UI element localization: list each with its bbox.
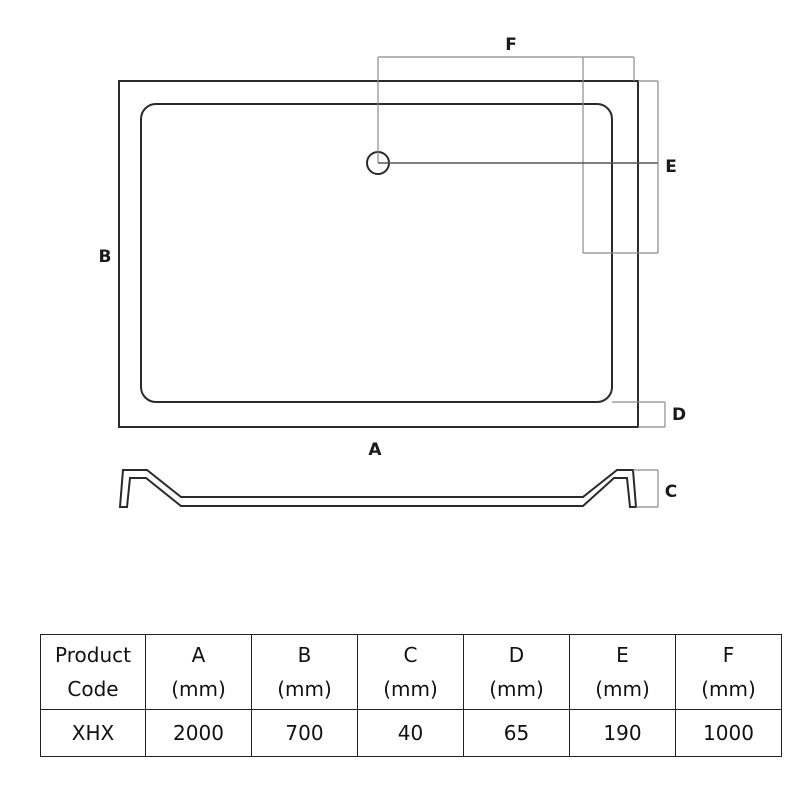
cell-f: 1000 <box>675 709 782 757</box>
label-f: F <box>505 35 517 55</box>
cell-c: 40 <box>357 709 464 757</box>
dimension-d: D <box>612 401 686 428</box>
header-b: B (mm) <box>251 634 358 710</box>
tray-cross-section-profile <box>118 469 638 508</box>
table-header-row: Product Code A (mm) B (mm) C (mm) D (mm)… <box>40 634 782 710</box>
shower-tray-technical-drawing: F E D B A C <box>99 35 687 508</box>
cell-e: 190 <box>569 709 676 757</box>
plan-view: F E D B A <box>99 35 687 460</box>
tray-inner-basin <box>140 103 613 403</box>
header-f: F (mm) <box>675 634 782 710</box>
header-product-code: Product Code <box>40 634 146 710</box>
dimension-f: F <box>377 35 635 253</box>
header-d: D (mm) <box>463 634 570 710</box>
header-c: C (mm) <box>357 634 464 710</box>
header-e: E (mm) <box>569 634 676 710</box>
label-e: E <box>665 157 677 177</box>
dimensions-spec-table: Product Code A (mm) B (mm) C (mm) D (mm)… <box>40 634 782 757</box>
header-a: A (mm) <box>145 634 252 710</box>
label-d: D <box>672 405 686 425</box>
label-a: A <box>368 440 382 460</box>
cell-a: 2000 <box>145 709 252 757</box>
cell-d: 65 <box>463 709 570 757</box>
section-view: C <box>118 469 677 508</box>
cell-product-code: XHX <box>40 709 146 757</box>
dimension-c: C <box>633 469 677 508</box>
dimension-e: E <box>378 80 677 254</box>
label-c: C <box>665 482 677 502</box>
label-b: B <box>99 247 112 267</box>
cell-b: 700 <box>251 709 358 757</box>
table-row: XHX 2000 700 40 65 190 1000 <box>40 709 782 757</box>
